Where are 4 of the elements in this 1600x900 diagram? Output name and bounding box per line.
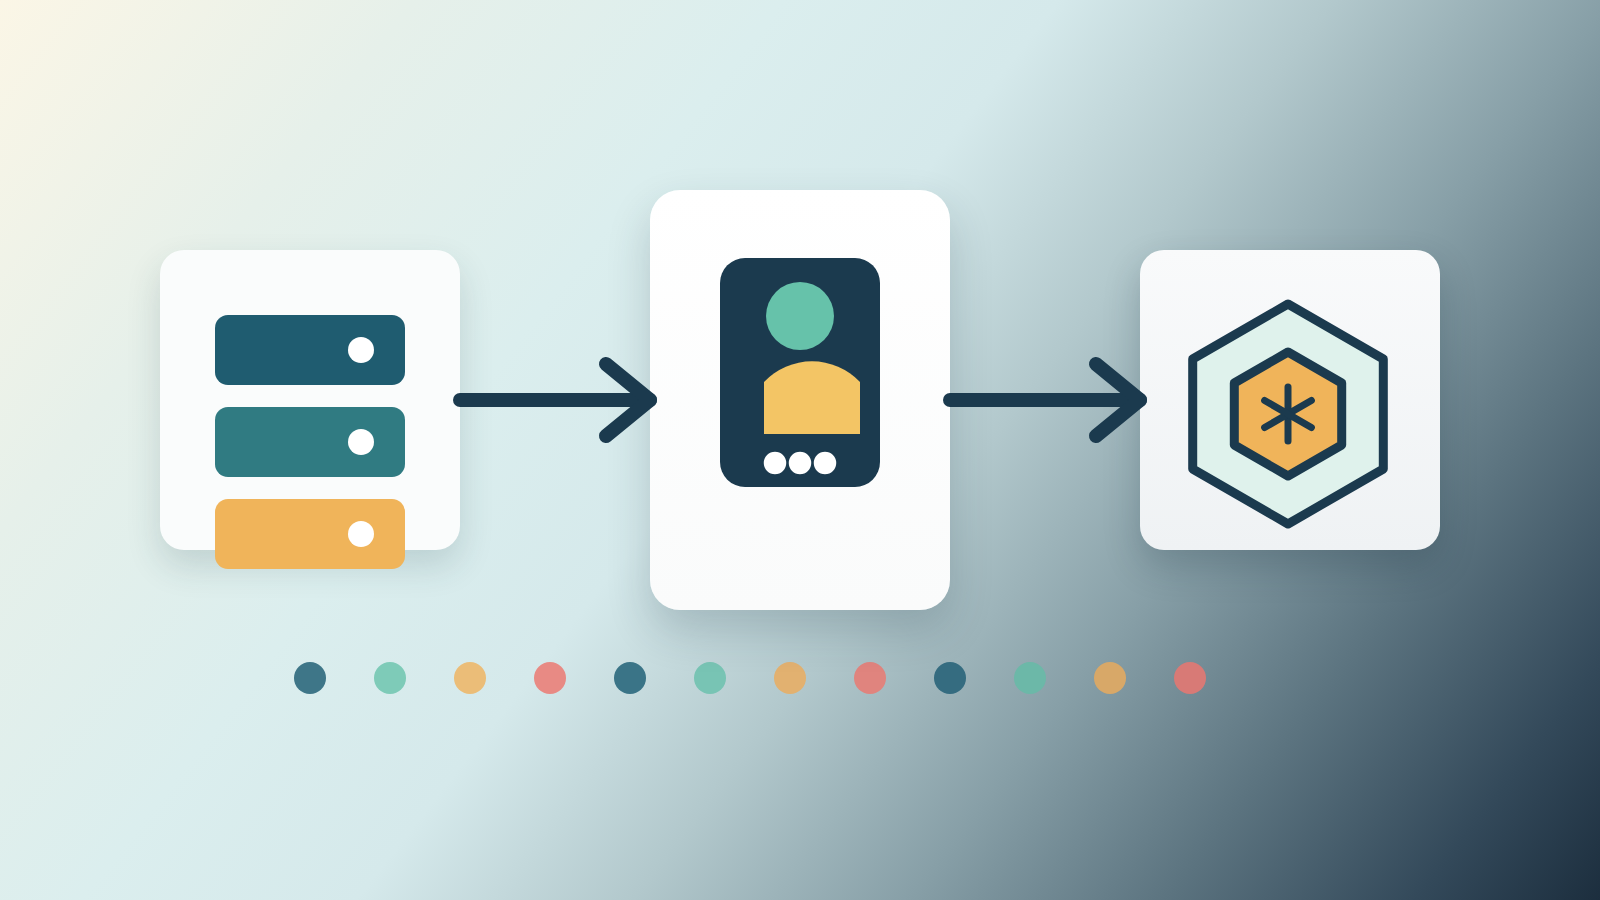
arrow xyxy=(943,357,1147,443)
card xyxy=(1140,250,1440,550)
card xyxy=(650,190,950,610)
arrow xyxy=(453,357,657,443)
